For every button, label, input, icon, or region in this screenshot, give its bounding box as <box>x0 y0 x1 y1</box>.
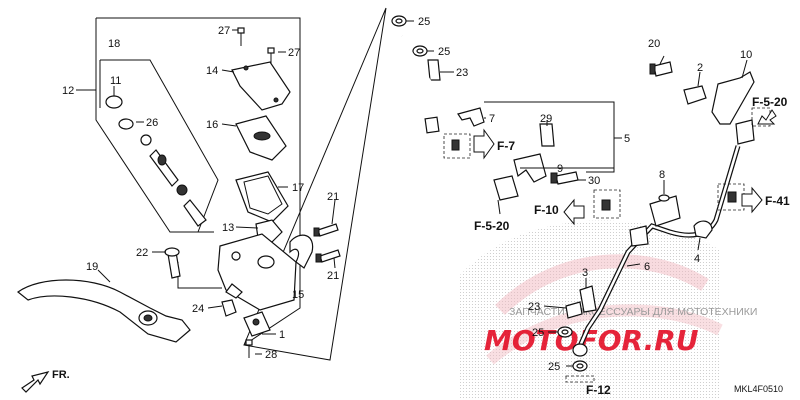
brake-hose-outer <box>401 35 501 187</box>
front-arrow <box>21 371 50 393</box>
piston-kit-frame <box>100 59 219 233</box>
arrow-f10 <box>563 198 585 226</box>
callout-11: 11 <box>110 75 121 87</box>
diagram-code: MKL4F0510 <box>734 384 783 394</box>
callout-1: 1 <box>279 329 285 341</box>
watermark: ЗАПЧАСТИ И АКСЕССУАРЫ ДЛЯ МОТОТЕХНИКИ MO… <box>460 220 757 400</box>
callout-21-upper: 21 <box>327 191 339 203</box>
callout-5: 5 <box>624 133 630 145</box>
oil-bolt-23-lower <box>565 301 583 319</box>
callout-6: 6 <box>644 261 650 273</box>
ref-f12: F-12 <box>586 383 611 397</box>
callout-16: 16 <box>206 119 218 131</box>
clip-2 <box>683 85 707 105</box>
diaphragm <box>235 171 289 223</box>
brake-lever <box>17 279 191 343</box>
hose-frame <box>243 7 387 361</box>
ref-f7: F-7 <box>497 139 515 153</box>
callout-15: 15 <box>292 289 304 301</box>
reference-labels: F-7 F-5-20 F-10 F-5-20 F-41 F-12 <box>474 95 790 397</box>
watermark-caption: ЗАПЧАСТИ И АКСЕССУАРЫ ДЛЯ МОТОТЕХНИКИ <box>509 306 757 318</box>
hose-fitting <box>493 175 519 201</box>
bolt-21-lower <box>315 249 341 263</box>
oil-bolt-23 <box>427 59 441 81</box>
callout-26: 26 <box>146 117 158 129</box>
callout-22: 22 <box>136 247 148 259</box>
master-cylinder-parts <box>17 27 341 393</box>
callout-30: 30 <box>588 175 600 187</box>
callout-17: 17 <box>292 182 304 194</box>
callout-27-upper: 27 <box>218 25 230 37</box>
arrow-f520-right <box>757 109 777 125</box>
leader-lines <box>76 20 748 367</box>
ref-f5-20-middle: F-5-20 <box>474 219 510 233</box>
callout-18: 18 <box>108 38 120 50</box>
callout-4: 4 <box>694 253 700 265</box>
callout-25-upper: 25 <box>418 16 430 28</box>
callout-21-lower: 21 <box>327 270 339 282</box>
callout-13: 13 <box>222 222 234 234</box>
screw-28 <box>245 339 253 358</box>
ref-f10: F-10 <box>534 203 559 217</box>
callout-8: 8 <box>659 169 665 181</box>
pipe-parts <box>557 61 771 383</box>
callout-10: 10 <box>740 49 752 61</box>
arrow-f41 <box>741 186 763 214</box>
front-label: FR. <box>52 369 70 381</box>
bolt-20 <box>653 61 673 77</box>
callout-27-lower: 27 <box>288 47 300 59</box>
ref-f5-20-right: F-5-20 <box>752 95 788 109</box>
callout-9: 9 <box>557 163 563 175</box>
ref-f41: F-41 <box>765 194 790 208</box>
callout-25-lower-a: 25 <box>532 327 544 339</box>
holder <box>289 234 314 269</box>
callout-20: 20 <box>648 38 660 50</box>
callout-25-middle: 25 <box>438 46 450 58</box>
callout-2: 2 <box>697 62 703 74</box>
callout-23-lower: 23 <box>528 301 540 313</box>
master-cylinder-body <box>217 233 297 311</box>
reference-arrows <box>473 109 777 226</box>
master-cylinder-frame <box>96 17 301 346</box>
bolt-21-upper <box>313 223 339 237</box>
callouts: 27 27 18 11 12 14 26 16 17 13 21 21 22 1… <box>62 16 752 373</box>
callout-19: 19 <box>86 261 98 273</box>
callout-23-upper: 23 <box>456 67 468 79</box>
hose-parts <box>391 15 622 201</box>
pivot-nut <box>221 299 237 317</box>
hose-clamp-7 <box>457 107 485 127</box>
screw-27-upper <box>237 27 245 46</box>
callout-12: 12 <box>62 85 74 97</box>
callout-28: 28 <box>265 349 277 361</box>
callout-3: 3 <box>582 267 588 279</box>
callout-7: 7 <box>489 113 495 125</box>
piston-kit <box>105 95 207 227</box>
callout-14: 14 <box>206 65 218 77</box>
arrow-f7 <box>473 128 495 160</box>
bolt-29 <box>539 123 555 147</box>
callout-24: 24 <box>192 303 204 315</box>
grommet-4 <box>693 220 713 239</box>
bolt-3 <box>579 285 597 313</box>
reservoir-cap <box>231 61 291 111</box>
watermark-logo: MOTOFOR.RU <box>484 324 699 357</box>
screw-27-lower <box>267 47 275 64</box>
callout-29: 29 <box>540 113 552 125</box>
callout-25-lower-b: 25 <box>548 361 560 373</box>
bracket-10 <box>711 71 755 125</box>
